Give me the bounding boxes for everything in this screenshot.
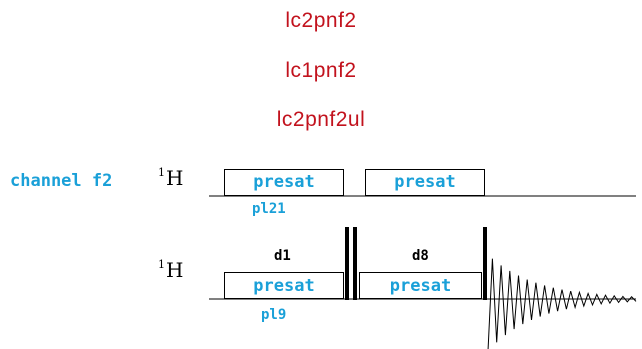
f2-presat-box-1: presat (224, 169, 344, 196)
channel-f2-nucleus: 1H (158, 166, 183, 190)
observe-presat-label-2: presat (389, 276, 452, 296)
observe-presat-label-1: presat (253, 276, 315, 296)
observe-nucleus-symbol: H (166, 258, 184, 282)
observe-power-label: pl9 (261, 307, 287, 323)
f2-presat-label-2: presat (394, 172, 456, 192)
delay-d1-label: d1 (274, 248, 291, 264)
observe-nucleus-mass: 1 (158, 258, 165, 271)
channel-f2-nucleus-mass: 1 (158, 166, 165, 179)
delay-d8-label: d8 (412, 248, 429, 264)
sequence-title-1: lc2pnf2 (285, 9, 357, 32)
observe-nucleus: 1H (158, 258, 183, 282)
observe-presat-box-2: presat (359, 272, 482, 299)
acquisition-marker-bar (483, 227, 487, 300)
hard-pulse-bar-2 (353, 227, 357, 300)
hard-pulse-bar-1 (345, 227, 349, 300)
observe-presat-box-1: presat (224, 272, 344, 299)
f2-presat-box-2: presat (365, 169, 485, 196)
fid-signal (487, 258, 637, 349)
channel-f2-label: channel f2 (10, 171, 113, 191)
f2-presat-label-1: presat (253, 172, 315, 192)
f2-power-label: pl21 (252, 201, 286, 217)
sequence-title-2: lc1pnf2 (285, 59, 357, 82)
sequence-title-3: lc2pnf2ul (276, 108, 366, 131)
channel-f2-nucleus-symbol: H (166, 166, 184, 190)
